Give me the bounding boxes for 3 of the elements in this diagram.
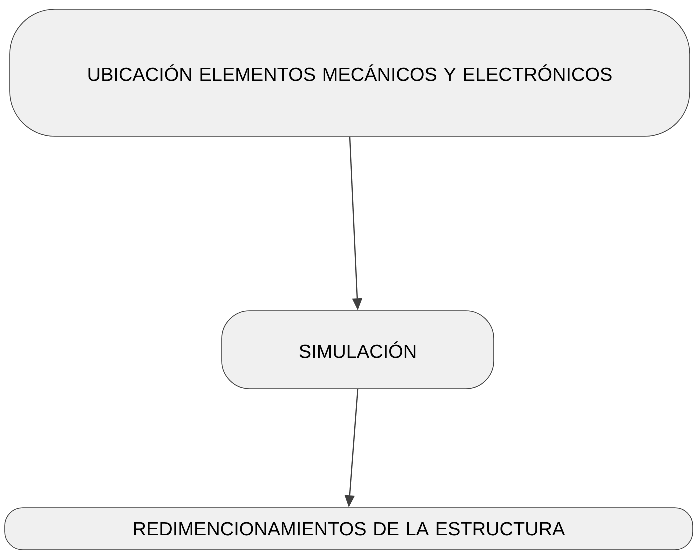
terminator-box: UBICACIÓN ELEMENTOS MECÁNICOS Y ELECTRÓNICOS: [10, 9, 690, 137]
terminator-box: SIMULACIÓN: [222, 310, 494, 390]
terminator-box: REDIMENCIONAMIENTOS DE LA ESTRUCTURA: [4, 508, 694, 550]
